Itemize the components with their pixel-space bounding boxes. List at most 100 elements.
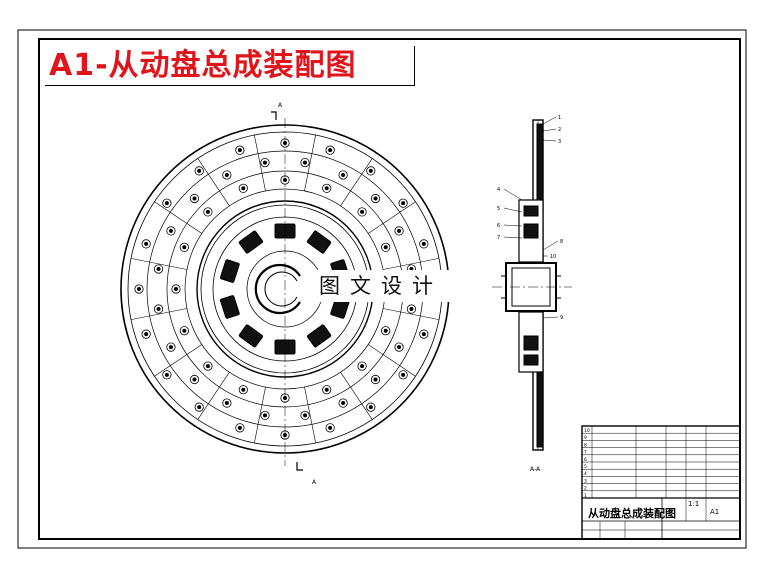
rivet-center [360,209,365,214]
spring-window [238,230,264,254]
rivet-center [341,401,346,406]
section-view [492,116,572,451]
bom-item-number: 1 [584,493,587,499]
rivet-center [144,241,149,246]
part-number: 1 [558,115,561,121]
spring-window [219,259,240,283]
watermark: 图文设计 [306,270,456,302]
hub-spline [254,263,301,315]
rivet-center [373,377,378,382]
rivet-center [192,377,197,382]
rivet-center [401,372,406,377]
leader-line [503,188,523,201]
leader-line [542,128,557,132]
hub-spline-inner [264,271,298,307]
rivet-center [205,364,210,369]
rivet-center [383,328,388,333]
rivet-center [262,413,267,418]
rivet-center [237,148,242,153]
part-number: 9 [560,315,563,321]
rivet-center [168,228,173,233]
rivet-center [164,201,169,206]
segment-line [367,201,416,234]
leader-line [503,236,523,239]
segment-line [383,308,440,320]
section-arrow-top [271,111,277,120]
rivet-center [421,332,426,337]
part-number: 3 [558,139,561,145]
rivet-center [303,413,308,418]
rivet-center [197,405,202,410]
rivet-center [197,168,202,173]
rivet-center [168,345,173,350]
part-number: 8 [560,239,563,245]
rivet-center [156,266,161,271]
segment-line [197,371,230,420]
rivet-center [324,387,329,392]
leader-line [503,224,523,227]
part-number: 5 [497,206,500,212]
rivet-center [397,228,402,233]
part-number: 4 [497,187,500,193]
rivet-center [373,196,378,201]
rivet-center [182,328,187,333]
segment-line [254,387,266,444]
rivet-center [237,425,242,430]
section-mark-top: A [278,102,283,109]
rivet-center [401,201,406,206]
rivet-center [241,387,246,392]
sheet-frame [38,38,741,540]
segment-line [367,344,416,377]
segment-line [154,201,203,234]
part-number: 7 [497,235,500,241]
rivet-center [205,209,210,214]
segment-line [340,158,373,207]
rivet-center [144,332,149,337]
rivet-center [421,241,426,246]
rivet-center [383,245,388,250]
rivet-center [182,245,187,250]
bom-item-number: 7 [584,450,587,456]
title-block-drawing-name: 从动盘总成装配图 [588,507,676,520]
rivet-center [324,186,329,191]
sheet-trim-border [17,29,747,549]
segment-line [383,258,440,270]
rivet-center [173,286,178,291]
rivet-center [409,307,414,312]
rivet-center [368,405,373,410]
drawing-title: A1-从动盘总成装配图 [45,46,415,86]
bom-item-number: 9 [584,435,587,441]
title-block [581,425,741,540]
bom-item-number: 8 [584,442,587,448]
rivet-center [241,186,246,191]
bom-item-number: 3 [584,478,587,484]
spring-window [306,230,332,254]
bom-item-number: 4 [584,471,587,477]
leader-line [542,139,557,142]
section-arrow-bottom [296,462,303,471]
rivet-center [136,286,141,291]
spring-window [238,324,264,348]
bom-item-number: 5 [584,464,587,470]
part-leaders [503,116,559,319]
rivet-center [328,425,333,430]
bom-item-number: 6 [584,457,587,463]
rivet-center [328,148,333,153]
bom-item-number: 10 [584,428,590,434]
rivet-center [262,160,267,165]
segment-line [304,387,316,444]
rivet-center [360,364,365,369]
spring-window [306,324,332,348]
segment-line [130,308,187,320]
leader-line [503,207,523,213]
damper-spring-windows [219,223,351,355]
bom-grid [582,426,740,499]
friction-segment-lines [130,134,440,444]
part-number: 10 [550,254,556,260]
rivet-center [224,401,229,406]
segment-line [154,344,203,377]
segment-line [304,134,316,191]
rivet-center [397,345,402,350]
